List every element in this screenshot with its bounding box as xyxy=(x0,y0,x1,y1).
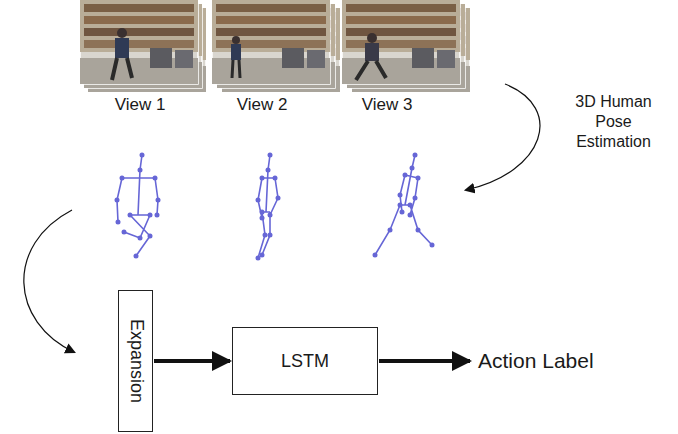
curved-arrow xyxy=(466,84,540,190)
box-text: Expansion xyxy=(125,319,146,403)
view-label: View 2 xyxy=(222,94,302,115)
view-label: View 1 xyxy=(100,94,180,115)
output-arrow xyxy=(379,359,470,363)
lstm-box: LSTM xyxy=(232,327,378,395)
person xyxy=(112,28,132,80)
view-label: View 3 xyxy=(347,94,427,115)
output-label: Action Label xyxy=(478,348,668,374)
person xyxy=(356,33,386,80)
expansion-box: Expansion xyxy=(118,290,153,432)
box-text: LSTM xyxy=(281,351,329,372)
pose-joints xyxy=(115,153,435,261)
flow-arrow xyxy=(154,359,230,363)
pose-skeleton xyxy=(117,155,432,258)
person xyxy=(231,36,241,78)
process-label: 3D Human Pose Estimation xyxy=(556,92,671,152)
curved-arrow xyxy=(24,210,74,352)
